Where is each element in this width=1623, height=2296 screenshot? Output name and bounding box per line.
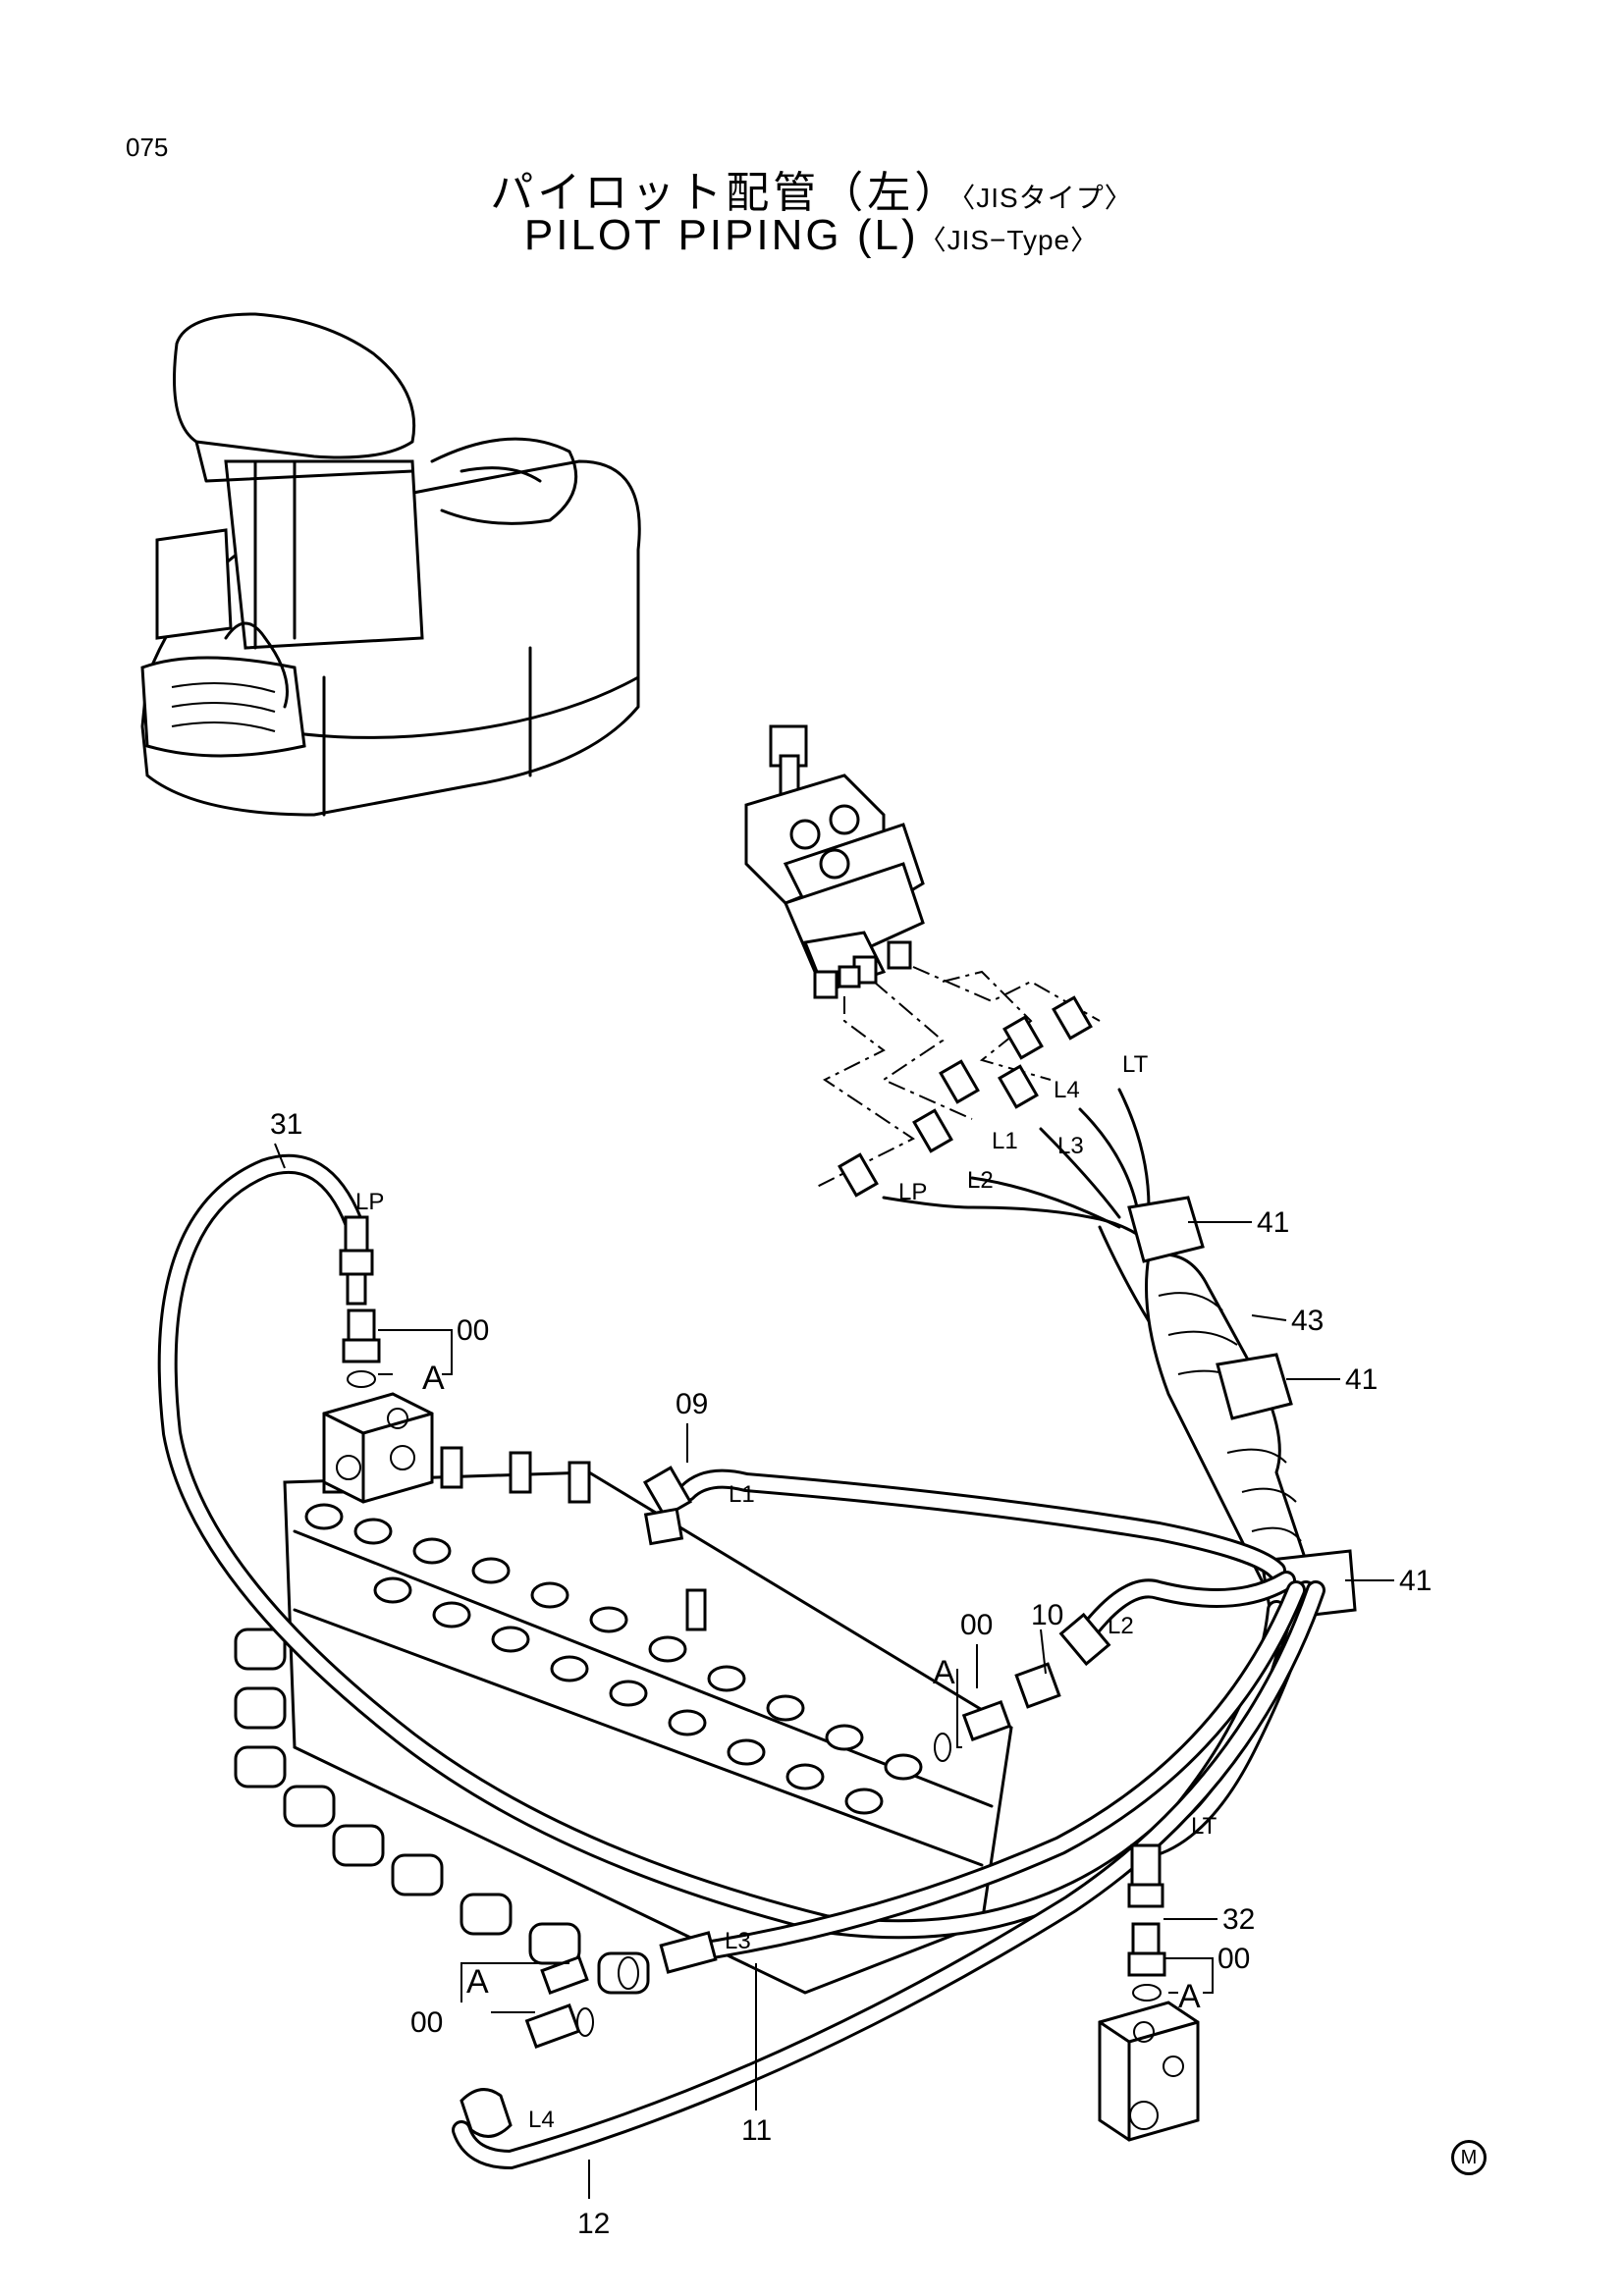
- callout-09: 09: [676, 1388, 708, 1420]
- port-label-l3-hose: L3: [725, 1928, 751, 1954]
- port-label-lp: LP: [355, 1189, 384, 1215]
- port-label-l1: L1: [992, 1128, 1018, 1154]
- port-label-lt: LT: [1122, 1051, 1149, 1078]
- callout-32: 32: [1222, 1903, 1255, 1936]
- callout-00-centre: 00: [960, 1609, 993, 1641]
- title-jp-main: パイロット配管（左）: [490, 169, 962, 217]
- port-label-lp-valve: LP: [898, 1179, 927, 1205]
- callout-10: 10: [1031, 1599, 1063, 1631]
- title-en-sub: 〈JIS−Type〉: [918, 225, 1100, 255]
- page-number: 075: [126, 133, 169, 162]
- port-label-l4: L4: [1054, 1077, 1080, 1103]
- spool-caps: [234, 1628, 650, 1995]
- callout-43: 43: [1291, 1305, 1324, 1337]
- title-jp-sub: 〈JISタイプ〉: [961, 183, 1133, 213]
- callout-31: 31: [270, 1108, 302, 1141]
- excavator-overview-illustration: [140, 312, 641, 817]
- callout-00-lower-left: 00: [410, 2006, 443, 2039]
- fittings: [322, 1215, 1200, 2142]
- hose-09: [677, 1468, 1286, 1580]
- callout-41-lower: 41: [1399, 1565, 1432, 1597]
- detail-mark-a-upper-left: A: [422, 1360, 445, 1397]
- callout-00-upper-left: 00: [457, 1314, 489, 1347]
- upper-port-fittings: [838, 995, 1093, 1198]
- detail-mark-a-centre: A: [933, 1654, 955, 1691]
- detail-mark-a-lower-left: A: [466, 1963, 489, 2001]
- callout-12: 12: [577, 2208, 610, 2240]
- port-label-l1-hose: L1: [729, 1481, 755, 1508]
- leader-lines: [274, 1143, 1394, 2199]
- callout-41-upper: 41: [1257, 1206, 1289, 1239]
- callout-11: 11: [741, 2114, 772, 2147]
- port-label-l4-hose: L4: [528, 2107, 555, 2133]
- spool-plugs: [304, 1503, 923, 1815]
- title-en-main: PILOT PIPING (L): [523, 211, 919, 259]
- title-english: PILOT PIPING (L)〈JIS−Type〉: [0, 211, 1623, 260]
- callout-00-lower-right: 00: [1217, 1943, 1250, 1975]
- port-label-l2-hose: L2: [1108, 1613, 1134, 1639]
- detail-mark-a-lower-right: A: [1178, 1978, 1201, 2015]
- port-label-l3: L3: [1057, 1133, 1084, 1159]
- port-label-lt-hose: LT: [1191, 1813, 1217, 1840]
- pilot-valve: [744, 724, 925, 999]
- title-japanese: パイロット配管（左）〈JISタイプ〉: [0, 157, 1623, 220]
- footer-mark: M: [1451, 2140, 1487, 2175]
- callout-41-middle: 41: [1345, 1363, 1378, 1396]
- port-label-l2: L2: [967, 1167, 994, 1194]
- hose-bundle: [882, 1088, 1357, 1622]
